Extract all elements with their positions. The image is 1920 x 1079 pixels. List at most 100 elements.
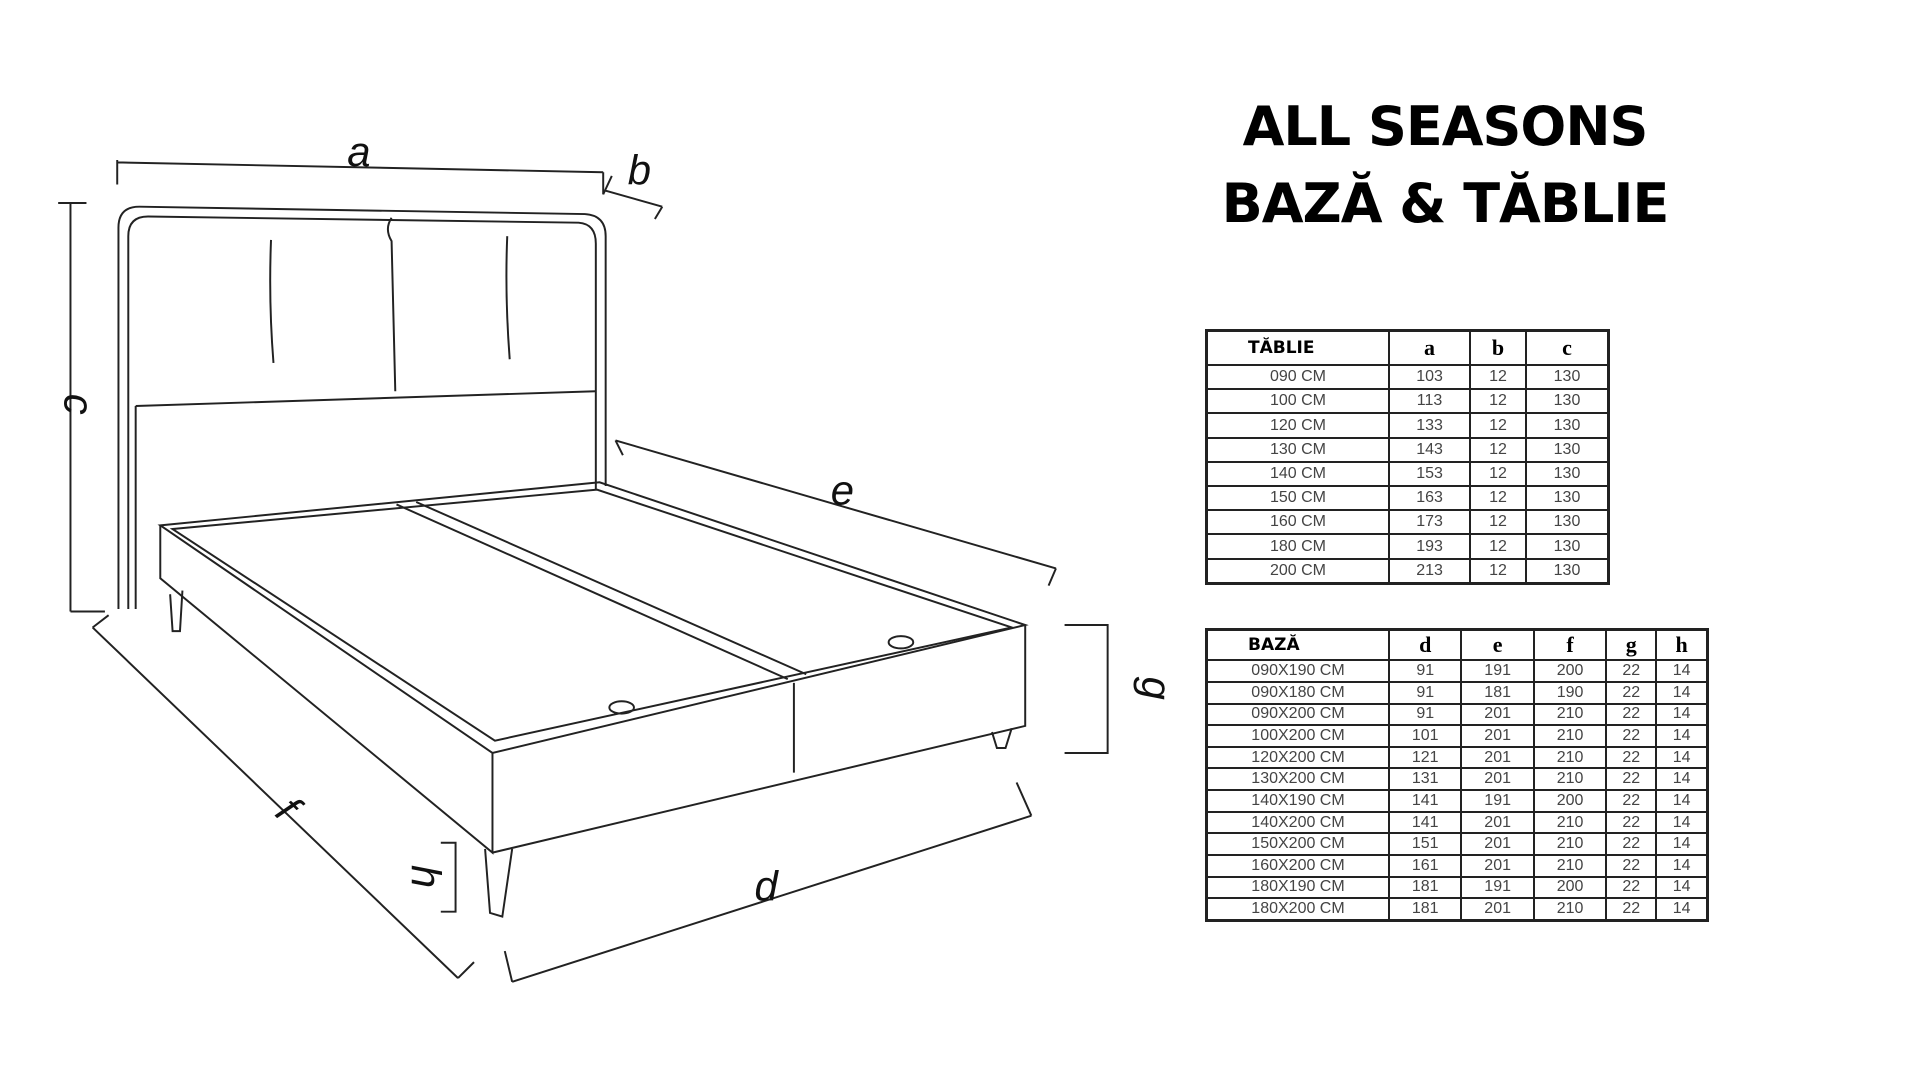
title-line-1: ALL SEASONS: [1242, 95, 1649, 158]
value-cell: 201: [1460, 767, 1535, 792]
value-cell: 14: [1655, 875, 1709, 900]
value-cell: 210: [1532, 702, 1608, 727]
value-cell: 91: [1387, 702, 1463, 727]
header-cell: c: [1525, 329, 1610, 366]
value-cell: 22: [1605, 853, 1658, 878]
value-cell: 91: [1387, 659, 1463, 683]
value-cell: 213: [1387, 557, 1472, 585]
value-cell: 201: [1460, 702, 1535, 727]
header-cell: d: [1387, 628, 1463, 662]
value-cell: 210: [1532, 810, 1608, 835]
value-cell: 91: [1387, 680, 1463, 705]
value-cell: 12: [1469, 485, 1527, 512]
value-cell: 200: [1532, 789, 1608, 813]
label-b: b: [628, 147, 651, 194]
value-cell: 130: [1525, 460, 1610, 488]
value-cell: 22: [1605, 745, 1658, 770]
value-cell: 22: [1605, 789, 1658, 813]
value-cell: 14: [1655, 832, 1709, 856]
size-cell: 120 CM: [1205, 412, 1390, 439]
table-header-row: TĂBLIE a b c: [1205, 329, 1610, 366]
value-cell: 22: [1605, 702, 1658, 727]
value-cell: 22: [1605, 680, 1658, 705]
label-h: h: [402, 865, 449, 888]
value-cell: 22: [1605, 897, 1658, 922]
value-cell: 181: [1387, 897, 1463, 922]
value-cell: 121: [1387, 745, 1463, 770]
header-cell: f: [1532, 628, 1608, 662]
value-cell: 14: [1655, 767, 1709, 792]
header-cell: a: [1387, 329, 1472, 366]
value-cell: 12: [1469, 412, 1527, 439]
value-cell: 161: [1387, 853, 1463, 878]
size-cell: 200 CM: [1205, 557, 1390, 585]
value-cell: 210: [1532, 724, 1608, 748]
value-cell: 14: [1655, 745, 1709, 770]
value-cell: 210: [1532, 853, 1608, 878]
size-cell: 130X200 CM: [1205, 767, 1390, 792]
header-cell: BAZĂ: [1205, 628, 1390, 662]
value-cell: 12: [1469, 388, 1527, 415]
value-cell: 200: [1532, 875, 1608, 900]
value-cell: 14: [1655, 853, 1709, 878]
header-cell: h: [1655, 628, 1709, 662]
size-cell: 130 CM: [1205, 436, 1390, 463]
value-cell: 14: [1655, 659, 1709, 683]
value-cell: 14: [1655, 724, 1709, 748]
value-cell: 210: [1532, 897, 1608, 922]
value-cell: 103: [1387, 363, 1472, 391]
value-cell: 22: [1605, 875, 1658, 900]
size-cell: 150X200 CM: [1205, 832, 1390, 856]
label-d: d: [755, 863, 780, 910]
value-cell: 12: [1469, 509, 1527, 536]
value-cell: 193: [1387, 533, 1472, 560]
value-cell: 22: [1605, 659, 1658, 683]
title-line-2: BAZĂ & TĂBLIE: [1221, 172, 1670, 235]
header-cell: b: [1469, 329, 1527, 366]
value-cell: 22: [1605, 810, 1658, 835]
value-cell: 130: [1525, 557, 1610, 585]
value-cell: 22: [1605, 724, 1658, 748]
value-cell: 210: [1532, 767, 1608, 792]
size-cell: 180 CM: [1205, 533, 1390, 560]
value-cell: 143: [1387, 436, 1472, 463]
value-cell: 130: [1525, 509, 1610, 536]
size-cell: 090X200 CM: [1205, 702, 1390, 727]
value-cell: 190: [1532, 680, 1608, 705]
value-cell: 191: [1460, 789, 1535, 813]
header-cell: g: [1605, 628, 1658, 662]
label-a: a: [347, 128, 370, 175]
size-cell: 140X200 CM: [1205, 810, 1390, 835]
size-cell: 100X200 CM: [1205, 724, 1390, 748]
value-cell: 201: [1460, 853, 1535, 878]
value-cell: 210: [1532, 832, 1608, 856]
bed-legs: [169, 590, 1013, 918]
value-cell: 151: [1387, 832, 1463, 856]
size-cell: 180X200 CM: [1205, 897, 1390, 922]
value-cell: 153: [1387, 460, 1472, 488]
size-cell: 090X180 CM: [1205, 680, 1390, 705]
bed-base: [157, 481, 1029, 855]
value-cell: 181: [1460, 680, 1535, 705]
value-cell: 201: [1460, 832, 1535, 856]
value-cell: 14: [1655, 810, 1709, 835]
value-cell: 130: [1525, 436, 1610, 463]
size-cell: 140 CM: [1205, 460, 1390, 488]
value-cell: 141: [1387, 789, 1463, 813]
value-cell: 163: [1387, 485, 1472, 512]
value-cell: 210: [1532, 745, 1608, 770]
table-header-row: BAZĂ d e f g h: [1205, 628, 1709, 662]
value-cell: 22: [1605, 832, 1658, 856]
value-cell: 201: [1460, 745, 1535, 770]
value-cell: 133: [1387, 412, 1472, 439]
